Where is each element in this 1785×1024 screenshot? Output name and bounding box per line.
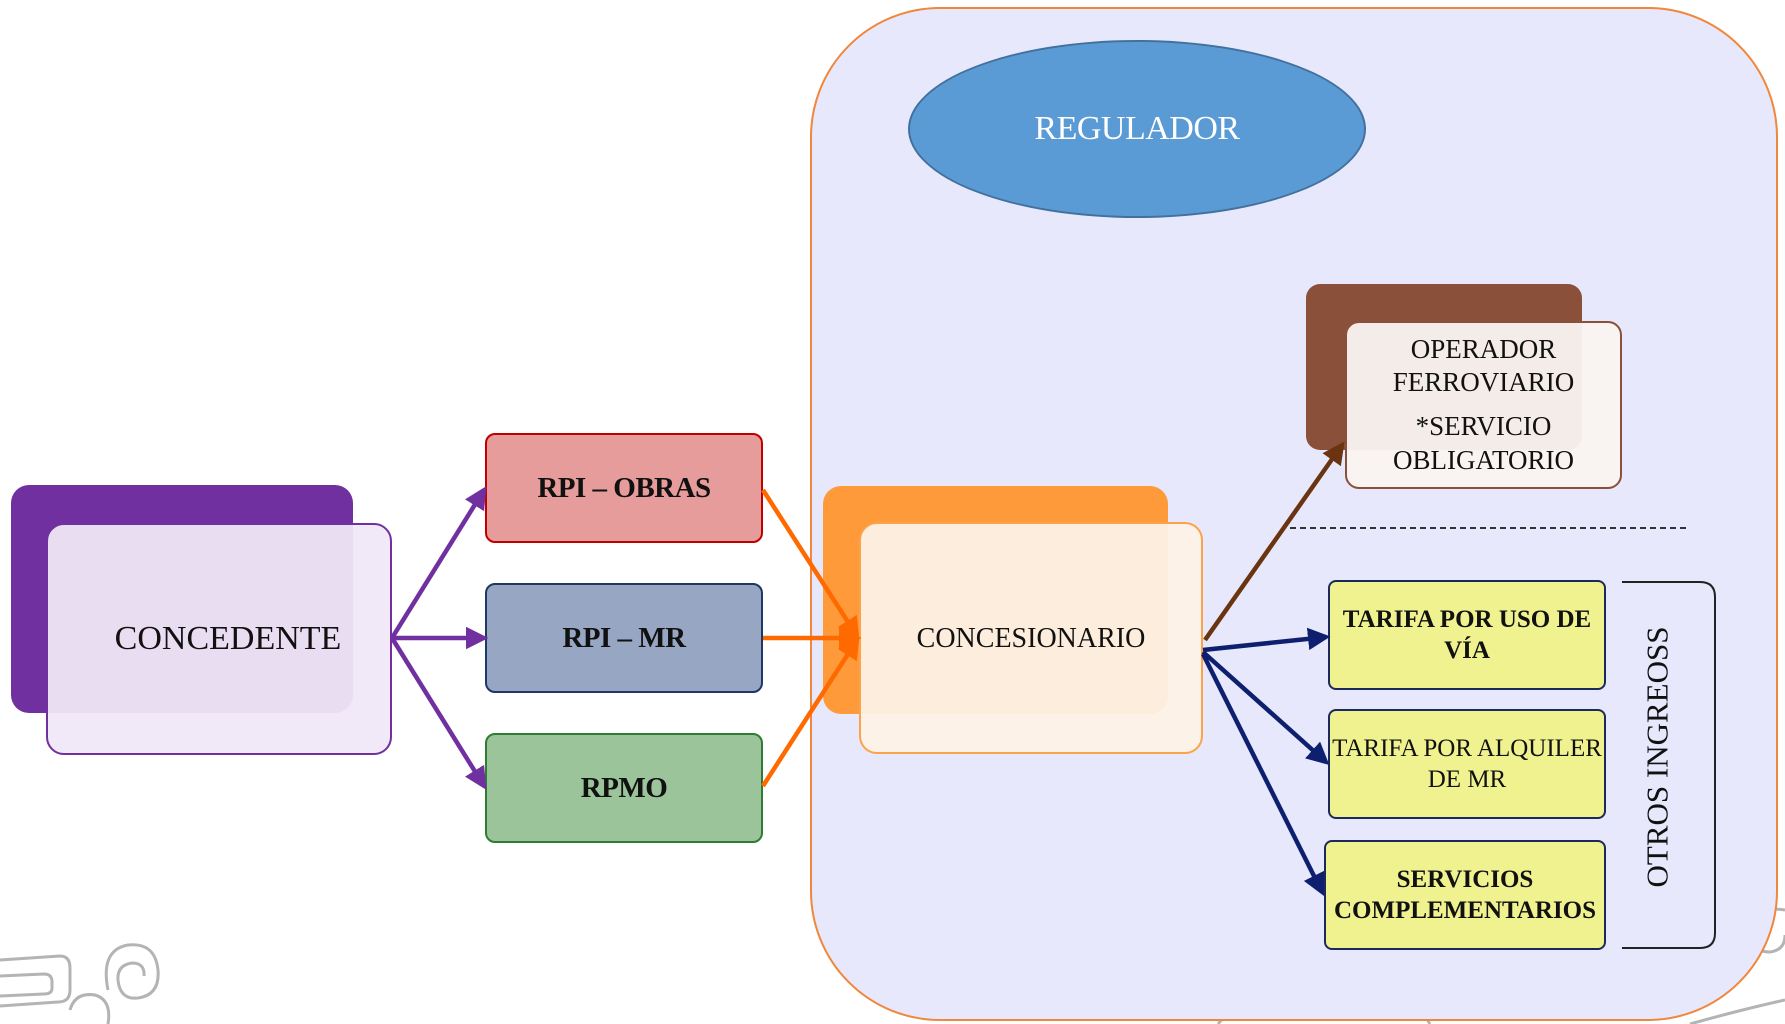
other-income-bracket [1622, 581, 1716, 949]
income-label-complementary-services: SERVICIOS COMPLEMENTARIOS [1333, 865, 1597, 924]
arrow-rpmo-to-concessionaire [761, 636, 860, 788]
payment-box-rpmo: RPMO [485, 733, 763, 843]
arrow-concessionaire-to-track-fee [1202, 627, 1331, 653]
operator-line-1: OPERADOR [1410, 333, 1557, 364]
payment-box-rpi-mr: RPI – MR [485, 583, 763, 693]
grantor-label: CONCEDENTE [114, 619, 342, 657]
payment-label-rpi-mr: RPI – MR [562, 621, 686, 654]
income-box-track-fee: TARIFA POR USO DE VÍA [1328, 580, 1606, 690]
arrow-concessionaire-to-operator [1203, 441, 1345, 642]
operator-line-4: OBLIGATORIO [1393, 444, 1574, 475]
arrow-concessionaire-to-complementary-services [1200, 652, 1325, 897]
grantor-box: CONCEDENTE [46, 523, 392, 755]
arrow-grantor-to-rpmo [390, 636, 487, 790]
income-label-rolling-stock-rental: TARIFA POR ALQUILER DE MR [1332, 734, 1602, 793]
operator-line-3: *SERVICIO [1415, 411, 1552, 441]
arrow-concessionaire-to-rolling-stock-rental [1201, 650, 1330, 765]
operator-line-2: FERROVIARIO [1392, 367, 1575, 398]
payment-box-rpi-obras: RPI – OBRAS [485, 433, 763, 543]
section-divider [1290, 527, 1686, 529]
payment-label-rpi-obras: RPI – OBRAS [537, 471, 711, 504]
concessionaire-label: CONCESIONARIO [916, 622, 1146, 654]
concessionaire-box: CONCESIONARIO [859, 522, 1203, 754]
regulator-label: REGULADOR [1034, 110, 1240, 147]
income-label-track-fee: TARIFA POR USO DE VÍA [1342, 605, 1592, 664]
income-box-complementary-services: SERVICIOS COMPLEMENTARIOS [1324, 840, 1606, 950]
income-box-rolling-stock-rental: TARIFA POR ALQUILER DE MR [1328, 709, 1606, 819]
regulator-ellipse: REGULADOR [908, 40, 1366, 218]
arrow-grantor-to-rpi-obras [390, 486, 487, 640]
operator-box: OPERADOR FERROVIARIO *SERVICIO OBLIGATOR… [1345, 321, 1622, 489]
payment-label-rpmo: RPMO [580, 771, 668, 804]
arrow-rpi-obras-to-concessionaire [761, 488, 860, 640]
